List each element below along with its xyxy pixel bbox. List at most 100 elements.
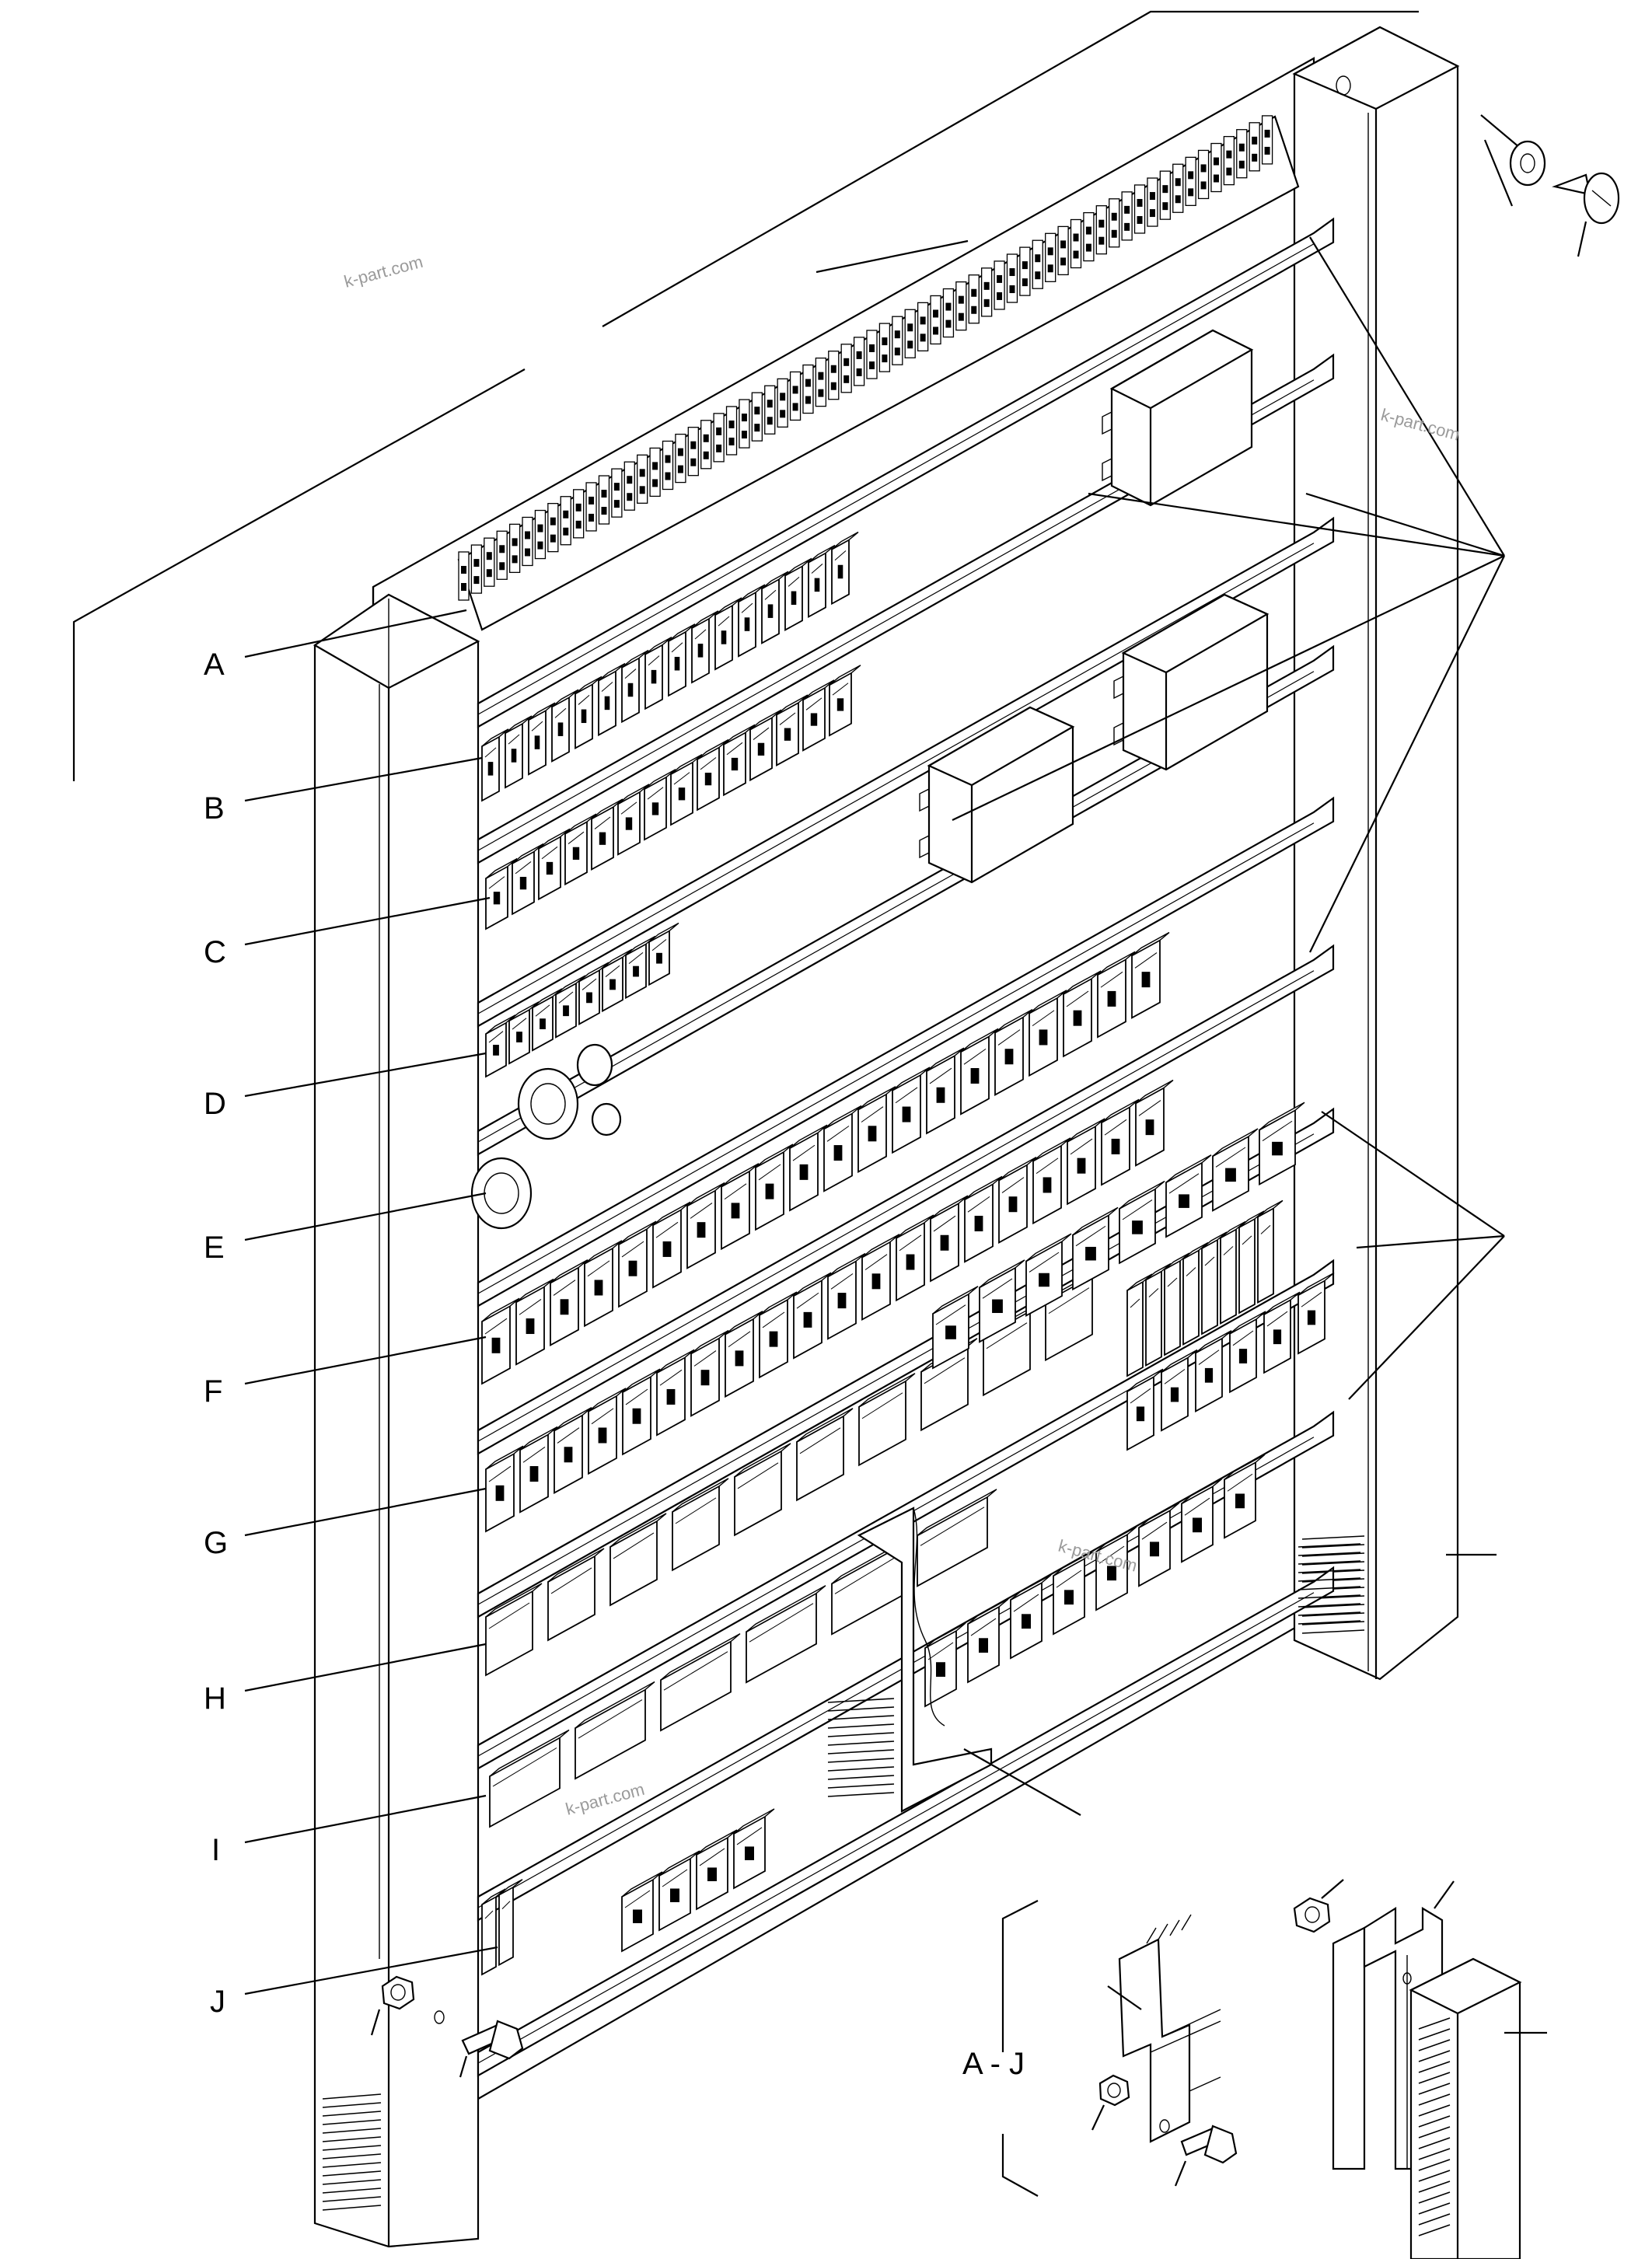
- terminal-block: [1070, 218, 1082, 269]
- row-d-module: [648, 922, 679, 986]
- row-j-fuse: [733, 1808, 775, 1890]
- terminal-block: [1210, 142, 1222, 193]
- vent-slot: [1418, 2072, 1451, 2084]
- row-j-terminal: [498, 1879, 523, 1967]
- vent-slot: [1298, 1620, 1361, 1625]
- terminal-block: [1057, 225, 1069, 276]
- washer-left: [434, 2010, 445, 2024]
- washer-top: [1509, 140, 1546, 187]
- row-f-module: [1097, 951, 1136, 1039]
- row-g-right-module: [1195, 1330, 1232, 1412]
- row-b-module: [738, 584, 766, 658]
- row-e-module: [979, 1259, 1025, 1343]
- row-b-module: [808, 544, 836, 619]
- vent-slot: [322, 2196, 382, 2202]
- terminal-block: [700, 420, 712, 470]
- vent-slot: [1301, 1535, 1365, 1540]
- row-h-module: [672, 1478, 729, 1572]
- row-c-module: [644, 769, 676, 841]
- terminal-block: [675, 433, 686, 484]
- row-f-module: [1131, 931, 1170, 1019]
- right-upright-post: [1292, 26, 1460, 1681]
- vent-slot: [1418, 2104, 1451, 2117]
- row-c-module: [723, 724, 756, 797]
- row-label-b: B: [204, 791, 225, 826]
- row-labels: A B C D E F G H I J: [204, 648, 228, 2019]
- row-label-d: D: [204, 1087, 226, 1121]
- terminal-block: [942, 288, 955, 338]
- terminal-block: [789, 371, 802, 421]
- row-e-module: [1165, 1154, 1212, 1238]
- row-h-module: [734, 1443, 791, 1537]
- vent-slot: [827, 1741, 895, 1746]
- terminal-block: [470, 544, 483, 594]
- terminal-block: [560, 496, 571, 546]
- din-rail-1: [477, 217, 1335, 728]
- vent-slot: [1418, 2050, 1451, 2062]
- row-f-right-module: [1164, 1252, 1190, 1356]
- row-g-right-module: [1161, 1349, 1198, 1432]
- row-f-module: [960, 1028, 999, 1116]
- vent-slot: [1301, 1552, 1365, 1557]
- pilot-lamps: [470, 1043, 622, 1230]
- row-g-module: [930, 1195, 969, 1283]
- row-h-right-module: [1010, 1574, 1052, 1660]
- vent-slot: [1418, 2115, 1451, 2128]
- row-b-module: [528, 702, 556, 776]
- watermark-1: k-part.com: [342, 252, 425, 292]
- vent-slot: [1418, 2224, 1451, 2236]
- vent-slot: [1418, 2126, 1451, 2139]
- terminal-block: [764, 385, 776, 435]
- row-f-module: [550, 1259, 589, 1346]
- row-e-module: [1025, 1233, 1072, 1317]
- din-rails: [477, 217, 1335, 2077]
- vent-slot: [322, 2119, 382, 2125]
- vent-slot: [322, 2093, 382, 2100]
- row-b-module: [505, 715, 533, 789]
- row-c-module: [749, 709, 782, 782]
- range-label: A - J: [962, 2047, 1025, 2081]
- vent-slot: [1301, 1612, 1365, 1617]
- vent-slot: [1298, 1560, 1361, 1565]
- row-h-right-module: [1095, 1526, 1137, 1611]
- row-j-fuse: [696, 1829, 738, 1911]
- row-f-right-module: [1220, 1220, 1246, 1325]
- row-f-module: [755, 1143, 794, 1231]
- terminal-block: [917, 302, 929, 352]
- row-c-module: [564, 813, 597, 886]
- row-f-module: [652, 1201, 691, 1289]
- row-d-module: [485, 1014, 516, 1078]
- row-g-module: [554, 1407, 592, 1494]
- row-g-module: [725, 1311, 763, 1398]
- terminal-block: [1197, 149, 1210, 200]
- row-f-module: [857, 1086, 896, 1174]
- terminal-block: [930, 295, 941, 345]
- vent-slot: [1301, 1629, 1365, 1634]
- row-j-fuse: [621, 1871, 663, 1953]
- row-h-module: [609, 1513, 667, 1607]
- row-b-module: [551, 689, 579, 763]
- vent-slot: [1418, 2093, 1451, 2106]
- terminal-block: [484, 537, 495, 587]
- row-h-right-module: [1138, 1502, 1180, 1587]
- terminal-block: [1006, 253, 1018, 303]
- vent-slot: [1298, 1577, 1361, 1582]
- vent-slot: [322, 2128, 382, 2134]
- vent-slot: [322, 2162, 382, 2168]
- terminal-block: [458, 551, 470, 601]
- callout-leaders: [72, 10, 1521, 1816]
- row-g-right-module: [1229, 1311, 1266, 1394]
- row-g-module: [793, 1272, 832, 1360]
- terminal-block: [522, 516, 533, 567]
- vent-slot: [322, 2111, 382, 2117]
- row-b-module: [714, 597, 742, 671]
- row-label-leaders: [244, 609, 498, 1995]
- row-e-module: [1119, 1180, 1165, 1265]
- terminal-block: [662, 440, 674, 491]
- row-f-right-module: [1257, 1199, 1284, 1304]
- vent-slot: [1418, 2170, 1451, 2182]
- vent-slot: [1418, 2159, 1451, 2171]
- terminal-block: [496, 530, 508, 580]
- vent-slot: [1298, 1569, 1361, 1573]
- terminal-block: [994, 260, 1005, 310]
